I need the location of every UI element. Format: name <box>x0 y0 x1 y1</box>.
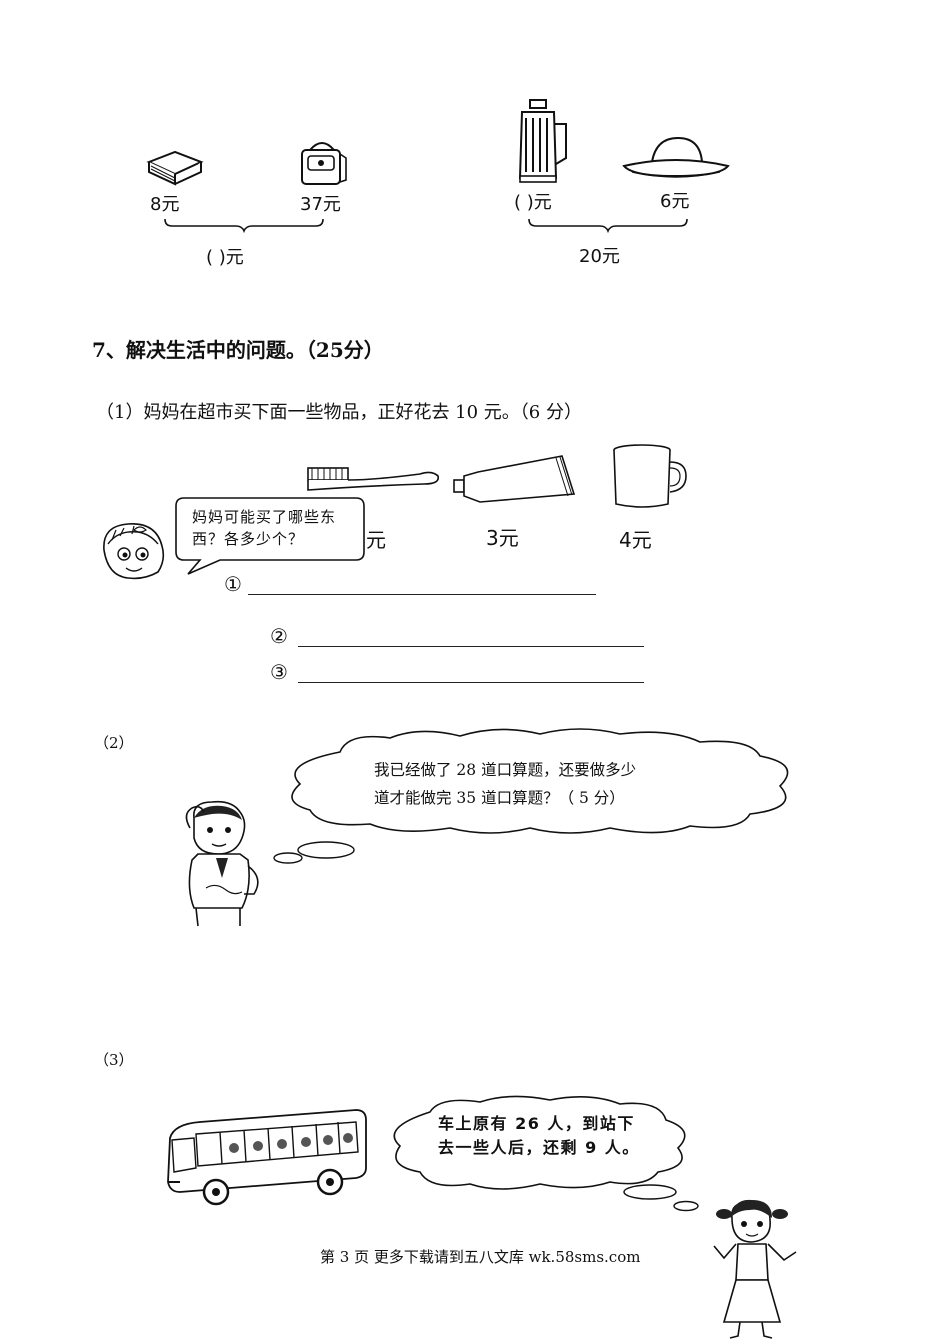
right-brace <box>528 218 688 234</box>
section-title: 7、解决生活中的问题。（25分） <box>92 338 384 362</box>
cup-price: 4元 <box>619 528 652 552</box>
q2-thought-bubble <box>273 728 789 864</box>
boy-scratching-head-illustration <box>185 800 259 927</box>
hat-price: 6元 <box>660 191 690 212</box>
q3-bubble-text: 车上原有 26 人，到站下去一些人后，还剩 9 人。 <box>438 1114 640 1157</box>
q2-bubble-line2: 道才能做完 35 道口算题？（ 5 分） <box>374 789 625 807</box>
thermos-price: ( )元 <box>514 192 552 213</box>
backpack-illustration <box>301 142 347 185</box>
backpack-price: 37元 <box>300 194 341 215</box>
right-total: 20元 <box>579 246 620 267</box>
book-illustration <box>146 150 204 186</box>
toothpaste-illustration <box>453 455 576 503</box>
q3-label: （3） <box>94 1051 134 1069</box>
bus-illustration <box>167 1109 367 1206</box>
toothpaste-price: 3元 <box>486 526 519 550</box>
cup-illustration <box>613 444 687 508</box>
book-price: 8元 <box>150 194 180 215</box>
q1-label: （1）妈妈在超市买下面一些物品，正好花去 10 元。（6 分） <box>96 402 582 423</box>
thermos-illustration <box>518 99 567 183</box>
q2-label: （2） <box>94 734 134 752</box>
answer-1-marker: ① <box>224 572 242 596</box>
answer-2-marker: ② <box>270 624 288 648</box>
girl-illustration <box>713 1199 797 1339</box>
girl-face-illustration <box>103 523 165 580</box>
q1-bubble-text: 妈妈可能买了哪些东西？各多少个？ <box>192 508 337 548</box>
q1-speech-bubble <box>175 497 365 575</box>
q2-bubble-line1: 我已经做了 28 道口算题，还要做多少 <box>374 761 637 779</box>
toothbrush-illustration <box>307 467 440 491</box>
answer-2-line[interactable] <box>298 646 644 647</box>
left-brace <box>164 218 324 234</box>
q3-thought-bubble <box>393 1095 699 1212</box>
page-footer: 第 3 页 更多下载请到五八文库 wk.58sms.com <box>320 1248 641 1266</box>
hat-illustration <box>622 136 730 178</box>
toothbrush-price: 元 <box>366 528 386 552</box>
answer-3-marker: ③ <box>270 660 288 684</box>
left-total: ( )元 <box>206 247 244 268</box>
answer-1-line[interactable] <box>248 594 596 595</box>
answer-3-line[interactable] <box>298 682 644 683</box>
